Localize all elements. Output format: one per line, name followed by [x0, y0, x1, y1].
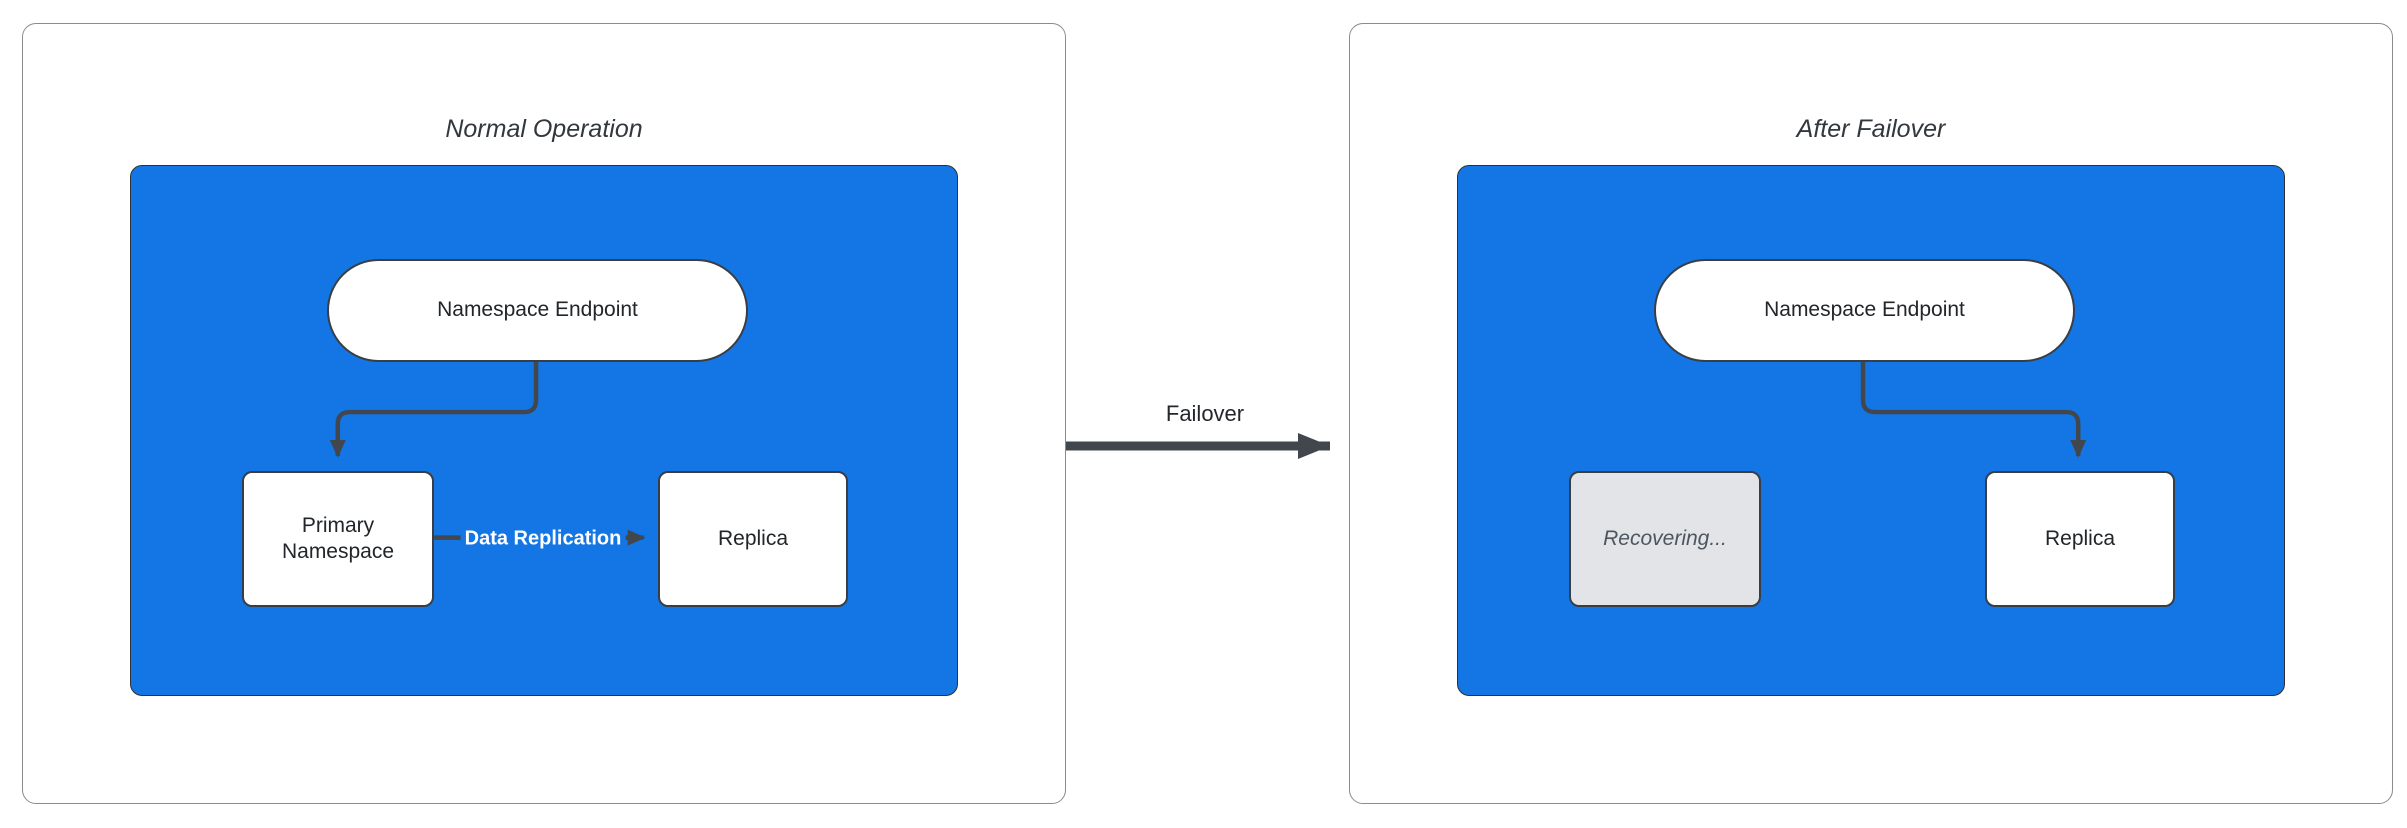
node-namespace-endpoint: Namespace Endpoint — [327, 259, 748, 362]
node-replica-normal-label: Replica — [717, 526, 789, 550]
failover-label: Failover — [1155, 401, 1255, 427]
edge-label-data-replication: Data Replication — [460, 525, 626, 553]
node-primary-namespace: Primary Namespace — [242, 471, 434, 607]
connector-lines-normal — [329, 361, 646, 546]
panel-title-after-failover: After Failover — [1796, 115, 1946, 143]
connector-lines-failover — [1860, 361, 2087, 458]
node-replica-failover-label: Replica — [2044, 526, 2116, 550]
node-namespace-endpoint-label: Namespace Endpoint — [437, 298, 638, 322]
node-namespace-endpoint-failover-label: Namespace Endpoint — [1764, 298, 1965, 322]
panel-normal-operation: Normal Operation Namespace Endpoint Prim… — [22, 23, 1066, 804]
cluster-group-normal: Namespace Endpoint Primary Namespace Rep… — [130, 165, 958, 696]
node-replica-failover: Replica — [1985, 471, 2175, 607]
edge-endpoint-to-primary — [329, 361, 539, 458]
panel-title-normal-operation: Normal Operation — [445, 115, 643, 143]
node-recovering-label: Recovering... — [1603, 526, 1727, 550]
node-replica-normal: Replica — [658, 471, 848, 607]
panel-after-failover: After Failover Namespace Endpoint Recove… — [1349, 23, 2393, 804]
node-namespace-endpoint-failover: Namespace Endpoint — [1654, 259, 2075, 362]
cluster-group-failover: Namespace Endpoint Recovering... Replica — [1457, 165, 2285, 696]
edge-endpoint-to-replica — [1860, 361, 2087, 458]
node-primary-namespace-label: Primary Namespace — [281, 513, 395, 563]
node-recovering: Recovering... — [1569, 471, 1761, 607]
